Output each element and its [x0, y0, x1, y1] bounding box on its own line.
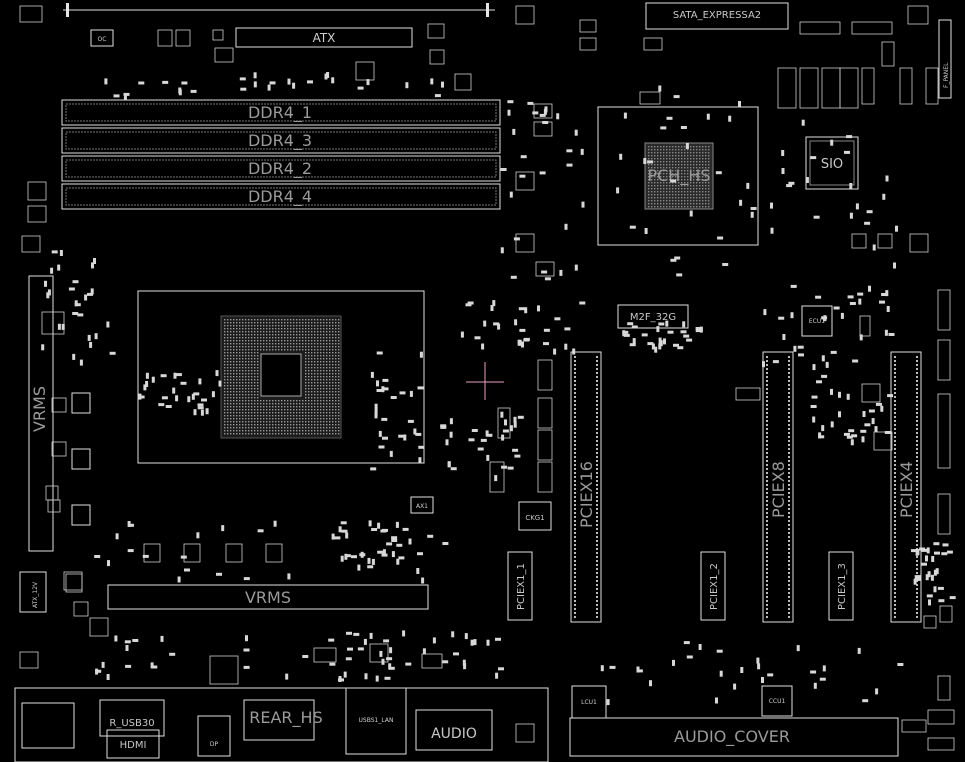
ax1-chip: AX1	[410, 496, 434, 514]
audio-label: AUDIO	[431, 726, 477, 742]
top-rail	[63, 3, 495, 17]
pciex8-label: PCIEX8	[769, 461, 788, 518]
ddr-slots: DDR4_1 DDR4_3 DDR4_2 DDR4_4	[61, 99, 501, 210]
ckg-chip: CKG1	[518, 501, 552, 531]
m2f-connector: M2F_32G	[617, 304, 689, 329]
ckg-label: CKG1	[525, 514, 544, 522]
r-usb30-label: R_USB30	[109, 718, 154, 729]
oc-label: OC	[98, 36, 107, 43]
rear-hs-label: REAR_HS	[249, 708, 322, 728]
usb31-lan-label: USBS1_LAN	[359, 717, 394, 724]
pciex1-2-label: PCIEX1_2	[709, 563, 720, 610]
pciex16-pins	[574, 356, 598, 618]
rear-io-area: R_USB30 HDMI DP REAR_HS USBS1_LAN AUDIO	[14, 687, 549, 762]
pciex4-label: PCIEX4	[897, 461, 916, 518]
f-panel-connector: F_PANEL	[938, 19, 952, 99]
pch-pin-grid	[648, 146, 710, 208]
ddr4-2-label: DDR4_2	[248, 159, 312, 179]
sata-express-connector: SATA_EXPRESSA2	[645, 2, 789, 30]
pciex1-3-label: PCIEX1_3	[837, 563, 848, 610]
ddr4-3-label: DDR4_3	[248, 131, 312, 151]
small-components	[19, 5, 956, 751]
m2f-label: M2F_32G	[630, 312, 676, 323]
ccu-label: CCU1	[769, 698, 786, 705]
ecu-label: ECU1	[809, 318, 825, 325]
sata-express-label: SATA_EXPRESSA2	[673, 10, 761, 21]
vrm-area: VRMS	[28, 275, 91, 552]
vrms-bottom-label: VRMS	[245, 588, 291, 607]
ddr4-4-label: DDR4_4	[248, 187, 312, 207]
audio-cover-label: AUDIO_COVER	[674, 727, 790, 747]
cpu-pin-grid	[224, 319, 340, 435]
atx-12v-connector: ATX_12V	[19, 571, 47, 613]
ddr4-1-label: DDR4_1	[248, 103, 312, 123]
pciex8-pins	[766, 356, 790, 618]
pciex16-label: PCIEX16	[577, 461, 596, 528]
dp-label: DP	[210, 741, 219, 748]
pch-label: PCH_HS	[647, 166, 710, 186]
f-panel-label: F_PANEL	[943, 62, 950, 88]
atx-connector: ATX	[235, 27, 413, 48]
vrms-label: VRMS	[30, 386, 49, 432]
oc-button: OC	[90, 29, 114, 47]
bottom-vrm-strip: VRMS	[107, 584, 429, 610]
ecu-chip: ECU1	[801, 305, 833, 337]
pcie-slots: PCIEX16 PCIEX8 PCIEX4 PCIEX1_1 PCIEX1_2 …	[507, 351, 922, 623]
hdmi-label: HDMI	[120, 740, 147, 751]
origin-crosshair	[466, 362, 504, 400]
sio-chip: SIO	[805, 136, 859, 190]
sio-label: SIO	[821, 157, 843, 172]
lcu-label: LCU1	[581, 699, 597, 706]
atx12v-label: ATX_12V	[32, 581, 39, 608]
pch-chip: PCH_HS	[597, 106, 759, 246]
pciex1-1-label: PCIEX1_1	[516, 563, 527, 610]
audio-cover: AUDIO_COVER LCU1 CCU1	[569, 685, 899, 757]
pciex4-pins	[894, 356, 918, 618]
cpu-socket	[137, 290, 425, 464]
ax1-label: AX1	[416, 503, 428, 510]
atx-label: ATX	[313, 31, 336, 45]
